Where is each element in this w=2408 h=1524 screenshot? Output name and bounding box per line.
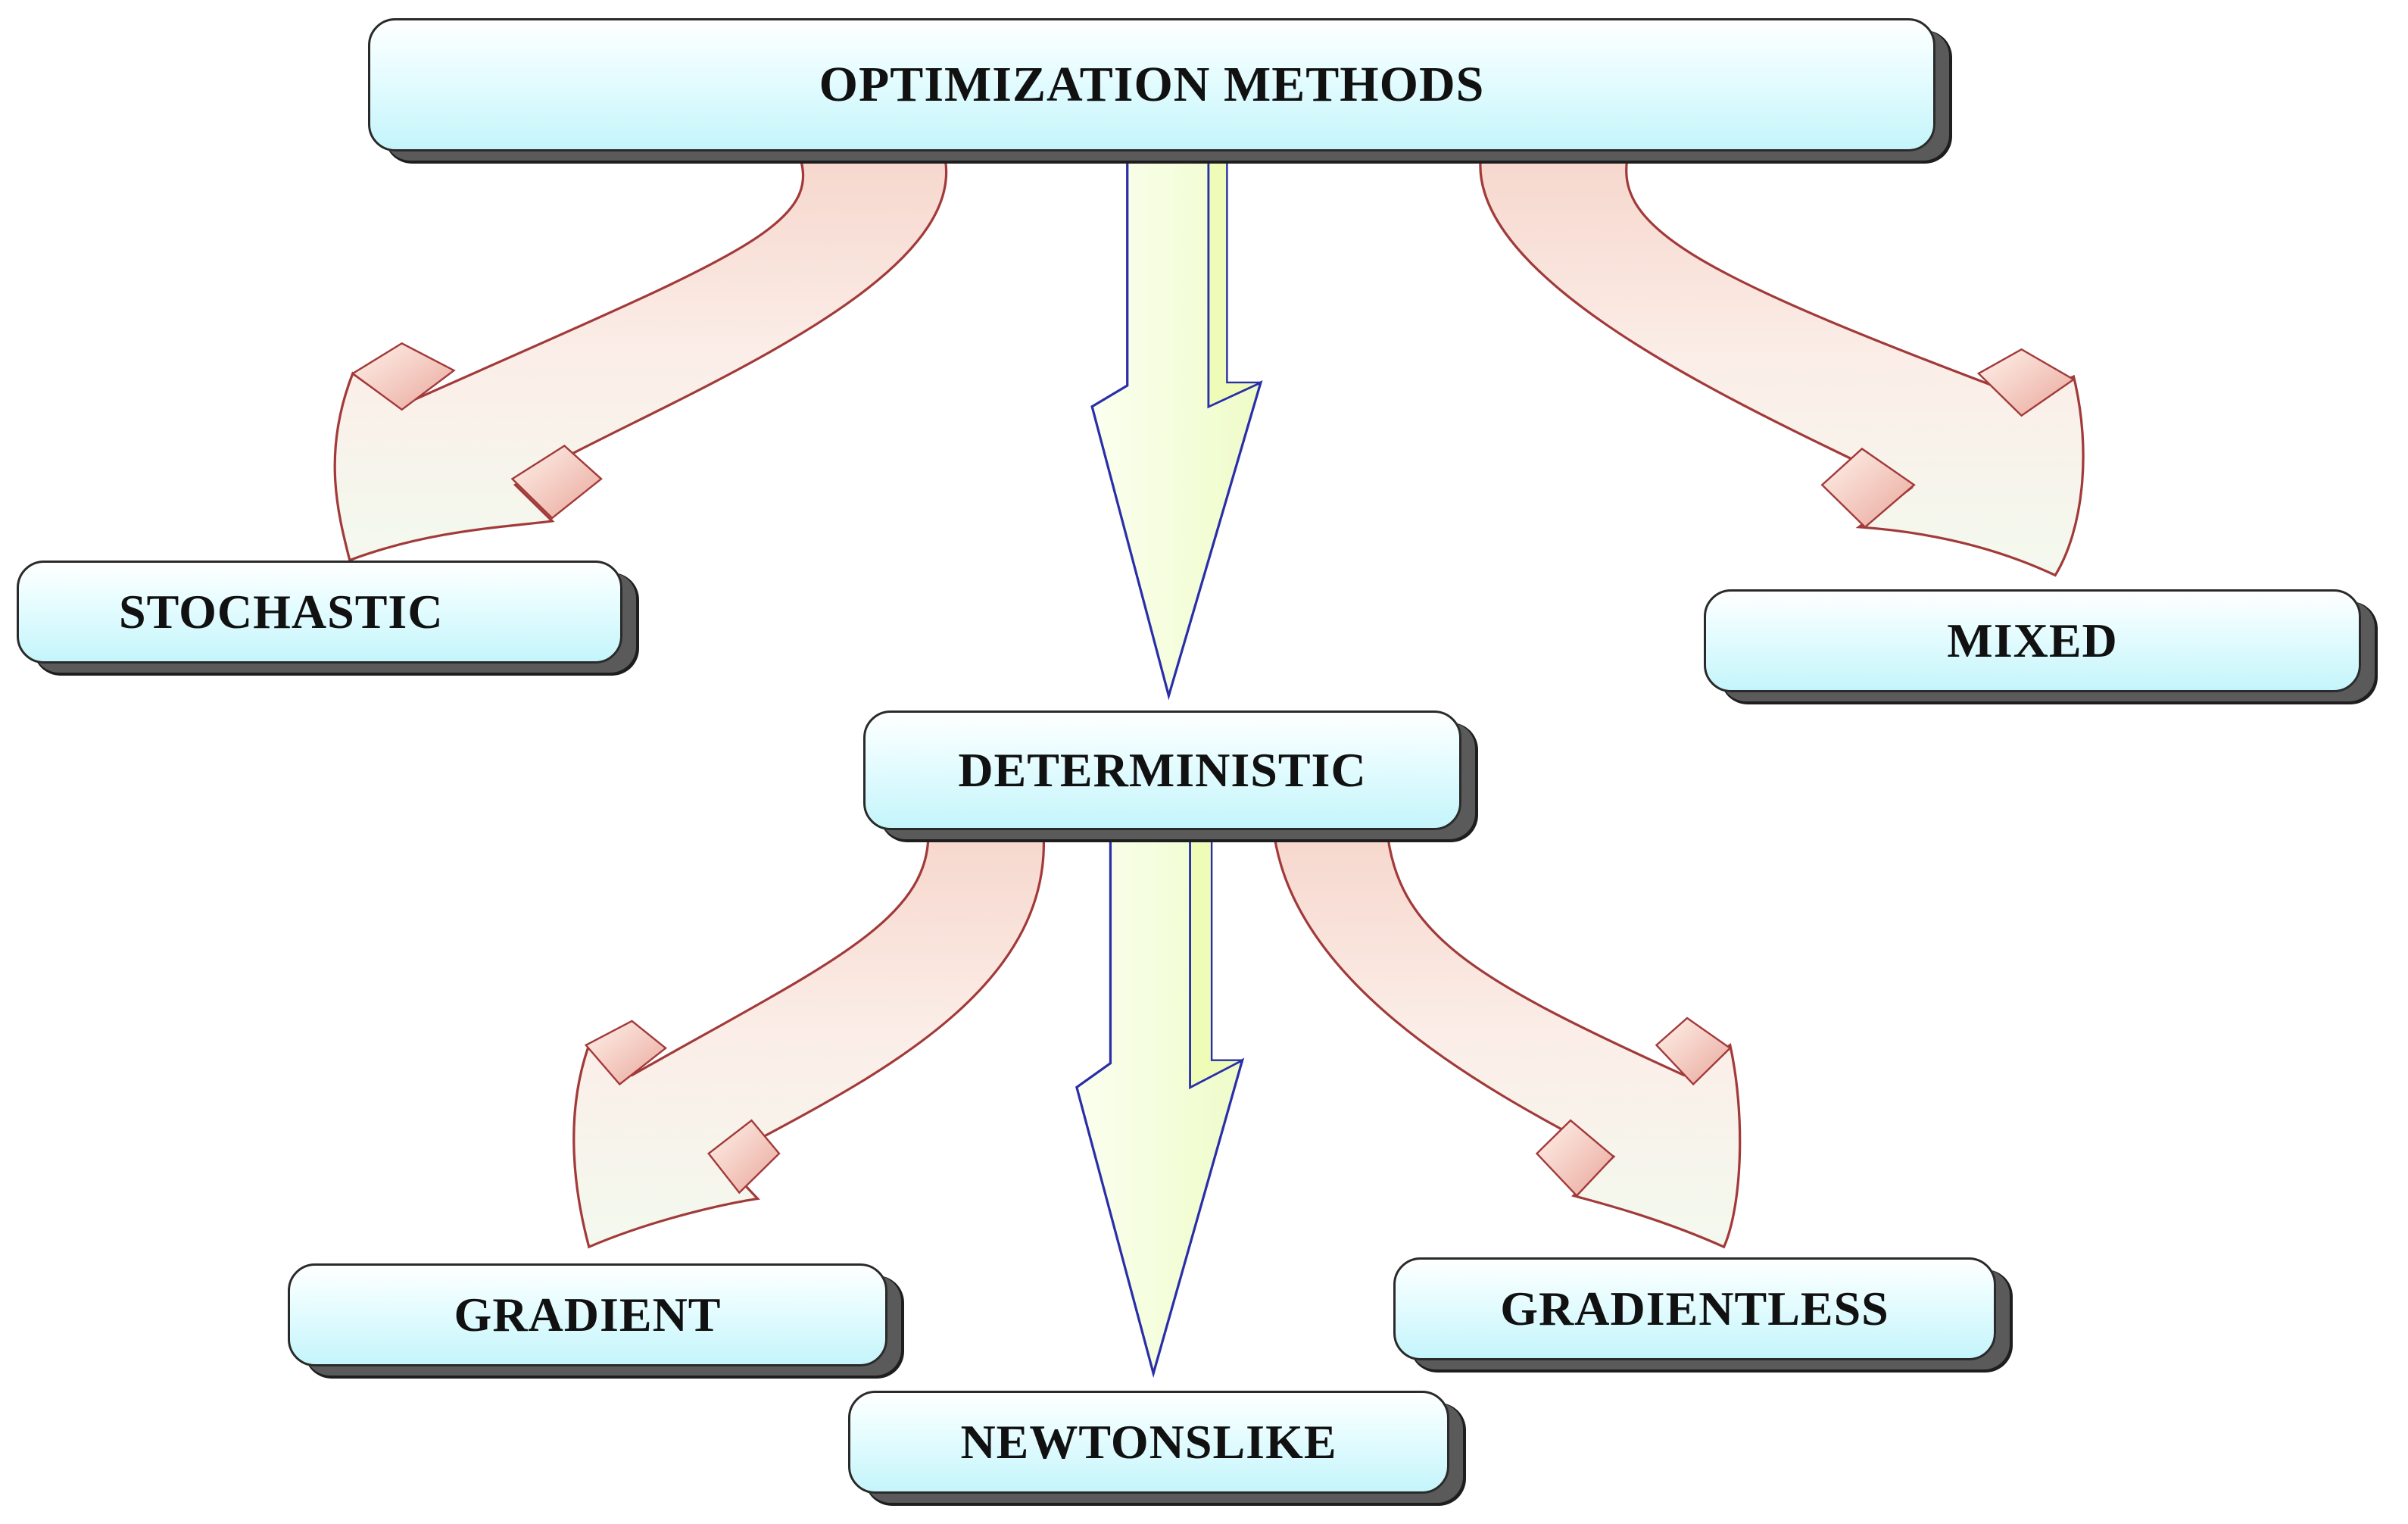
node-label: MIXED — [1947, 614, 2118, 667]
node-deterministic: DETERMINISTIC — [863, 710, 1461, 830]
node-mixed: MIXED — [1704, 589, 2361, 692]
curved-arrow-gradientless — [1271, 823, 1742, 1249]
node-label: NEWTONSLIKE — [960, 1415, 1337, 1469]
node-label: OPTIMIZATION METHODS — [819, 57, 1485, 112]
node-label: DETERMINISTIC — [958, 743, 1367, 797]
straight-arrow-newtonslike — [1075, 823, 1245, 1379]
node-label: GRADIENTLESS — [1500, 1282, 1889, 1335]
curved-arrow-stochastic — [333, 149, 948, 562]
node-label: STOCHASTIC — [119, 585, 444, 639]
node-stochastic: STOCHASTIC — [17, 561, 622, 664]
curved-arrow-mixed — [1479, 149, 2085, 577]
node-newtonslike: NEWTONSLIKE — [848, 1391, 1449, 1494]
node-gradient: GRADIENT — [288, 1263, 887, 1366]
straight-arrow-deterministic — [1090, 149, 1263, 701]
node-gradientless: GRADIENTLESS — [1393, 1257, 1996, 1360]
node-optimization-methods: OPTIMIZATION METHODS — [368, 18, 1935, 151]
curved-arrow-gradient — [572, 823, 1046, 1249]
node-label: GRADIENT — [454, 1288, 722, 1341]
